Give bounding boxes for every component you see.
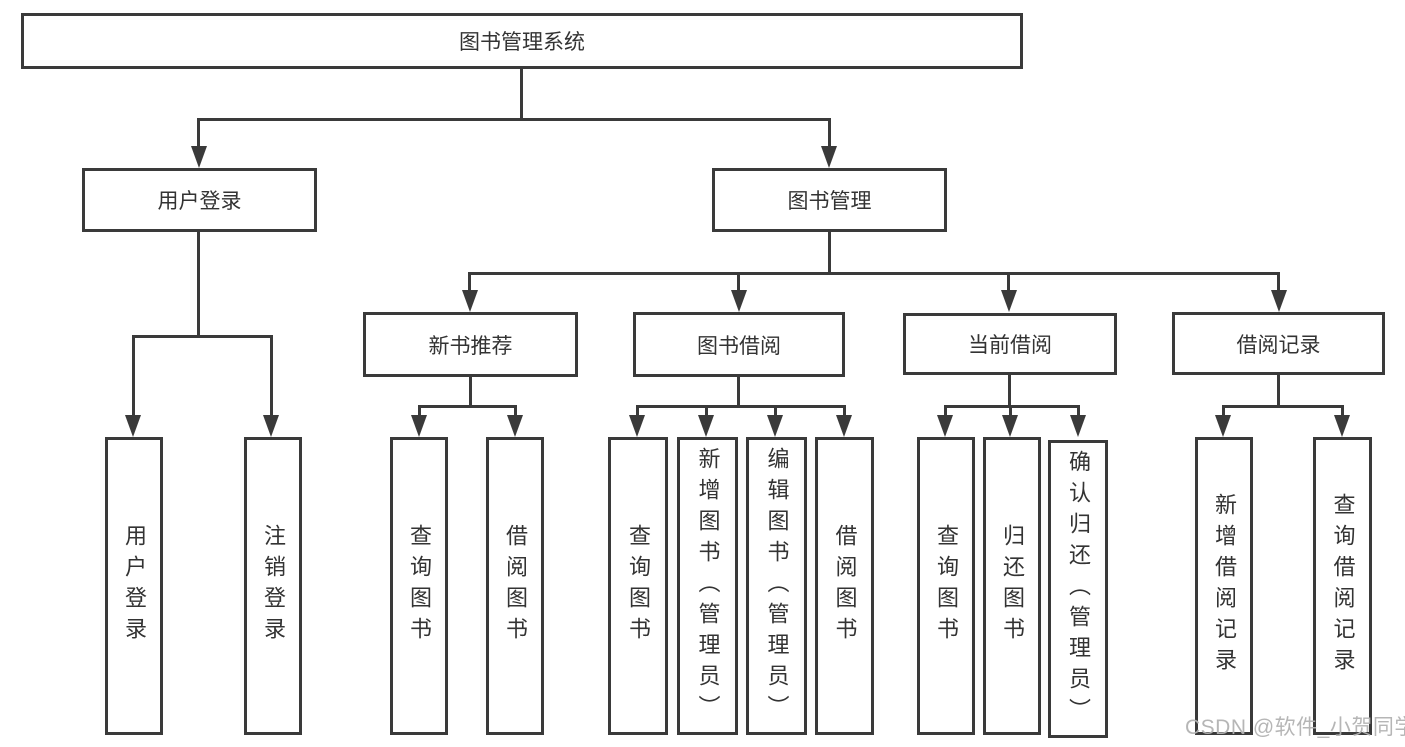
- arrow-down-icon: [698, 415, 714, 437]
- connector: [737, 377, 740, 405]
- connector: [944, 405, 947, 419]
- connector: [1007, 272, 1010, 294]
- arrow-down-icon: [1002, 415, 1018, 437]
- arrow-down-icon: [125, 415, 141, 437]
- connector: [636, 405, 639, 419]
- leaf-bb-query-book: 查询图书: [608, 437, 668, 735]
- connector: [774, 405, 777, 419]
- connector: [1277, 272, 1280, 294]
- arrow-down-icon: [821, 146, 837, 168]
- node-book-management: 图书管理: [712, 168, 947, 232]
- connector: [705, 405, 708, 419]
- arrow-down-icon: [507, 415, 523, 437]
- connector: [468, 272, 471, 294]
- arrow-down-icon: [1070, 415, 1086, 437]
- leaf-bb-borrow-book: 借阅图书: [815, 437, 874, 735]
- node-library-management-system: 图书管理系统: [21, 13, 1023, 69]
- node-current-borrow: 当前借阅: [903, 313, 1117, 375]
- connector: [737, 272, 740, 294]
- arrow-down-icon: [767, 415, 783, 437]
- connector: [197, 118, 831, 121]
- leaf-br-query-record: 查询借阅记录: [1313, 437, 1372, 735]
- arrow-down-icon: [1215, 415, 1231, 437]
- arrow-down-icon: [1001, 290, 1017, 312]
- connector: [636, 405, 846, 408]
- connector: [1008, 375, 1011, 405]
- leaf-cb-confirm-return-admin: 确认归还（管理员）: [1048, 440, 1108, 738]
- arrow-down-icon: [411, 415, 427, 437]
- arrow-down-icon: [629, 415, 645, 437]
- arrow-down-icon: [836, 415, 852, 437]
- connector: [1277, 375, 1280, 405]
- connector: [469, 377, 472, 405]
- node-borrow-record: 借阅记录: [1172, 312, 1385, 375]
- connector: [468, 272, 1280, 275]
- leaf-rec-query-book: 查询图书: [390, 437, 448, 735]
- csdn-watermark: CSDN @软件_小贺同学: [1185, 716, 1405, 739]
- leaf-cb-query-book: 查询图书: [917, 437, 975, 735]
- arrow-down-icon: [191, 146, 207, 168]
- connector: [418, 405, 421, 419]
- leaf-user-login: 用户登录: [105, 437, 163, 735]
- connector: [197, 232, 200, 335]
- connector: [520, 69, 523, 118]
- connector: [1341, 405, 1344, 419]
- connector: [1222, 405, 1225, 419]
- arrow-down-icon: [462, 290, 478, 312]
- node-user-login: 用户登录: [82, 168, 317, 232]
- leaf-br-add-record: 新增借阅记录: [1195, 437, 1253, 735]
- connector: [418, 405, 517, 408]
- arrow-down-icon: [937, 415, 953, 437]
- connector: [132, 335, 273, 338]
- connector: [828, 118, 831, 150]
- node-new-book-recommend: 新书推荐: [363, 312, 578, 377]
- connector: [843, 405, 846, 419]
- arrow-down-icon: [1271, 290, 1287, 312]
- arrow-down-icon: [731, 290, 747, 312]
- node-book-borrow: 图书借阅: [633, 312, 845, 377]
- arrow-down-icon: [263, 415, 279, 437]
- connector: [132, 335, 135, 419]
- connector: [944, 405, 1080, 408]
- connector: [197, 118, 200, 150]
- connector: [1077, 405, 1080, 419]
- leaf-rec-borrow-book: 借阅图书: [486, 437, 544, 735]
- leaf-bb-add-book-admin: 新增图书（管理员）: [677, 437, 738, 735]
- arrow-down-icon: [1334, 415, 1350, 437]
- leaf-bb-edit-book-admin: 编辑图书（管理员）: [746, 437, 807, 735]
- connector: [1222, 405, 1344, 408]
- leaf-cb-return-book: 归还图书: [983, 437, 1041, 735]
- connector: [828, 232, 831, 272]
- leaf-logout: 注销登录: [244, 437, 302, 735]
- connector: [270, 335, 273, 419]
- connector: [1009, 405, 1012, 419]
- connector: [514, 405, 517, 419]
